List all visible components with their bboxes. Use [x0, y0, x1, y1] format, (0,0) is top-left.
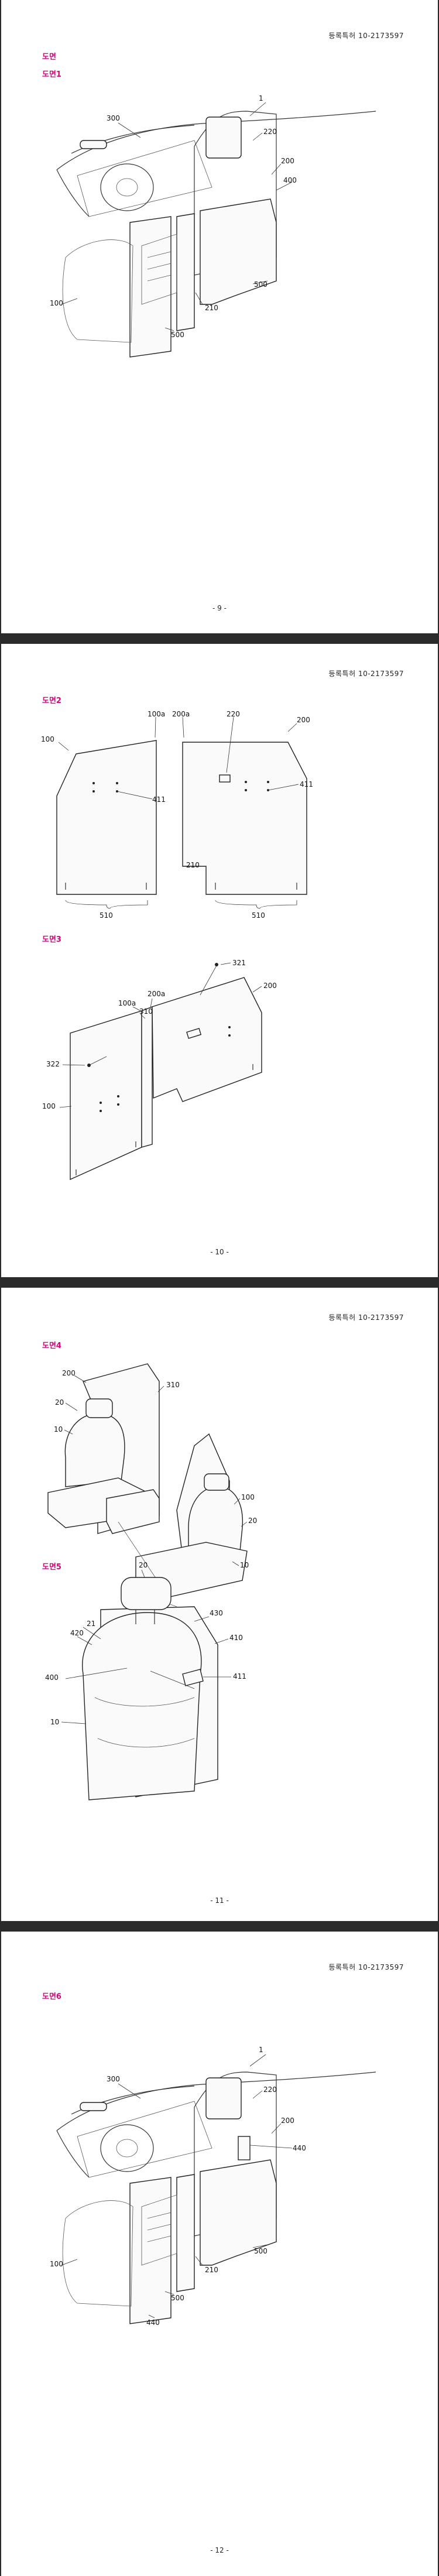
ref-100: 100: [50, 2260, 63, 2268]
fig5-ref-430: 430: [210, 1609, 223, 1617]
section-label: 도면: [42, 53, 56, 61]
ref-500-right: 500: [254, 280, 267, 289]
fig2-ref-210: 210: [186, 861, 200, 869]
fig2-ref-411-left: 411: [152, 795, 166, 804]
ref-440-upper: 440: [293, 2144, 306, 2152]
patent-page-9: 등록특허 10-2173597 도면 도면1 1: [1, 0, 438, 633]
figure-6-label: 도면6: [42, 1992, 61, 2001]
ref-210: 210: [205, 304, 218, 312]
patent-number-header: 등록특허 10-2173597: [328, 1313, 404, 1322]
fig2-ref-100: 100: [41, 735, 54, 743]
fig5-ref-400: 400: [45, 1673, 59, 1682]
figure-3-label: 도면3: [42, 935, 61, 944]
figure-label: 도면1: [42, 70, 61, 79]
ref-200: 200: [281, 157, 294, 165]
fig5-ref-411: 411: [233, 1672, 246, 1680]
fig3-left-panel: [70, 1010, 142, 1181]
mirror-shape: [80, 140, 107, 149]
ref-220: 220: [263, 128, 277, 136]
page-number: - 10 -: [210, 1248, 229, 1256]
fig5-ref-410: 410: [229, 1634, 243, 1642]
fig2-ref-100a: 100a: [148, 710, 165, 718]
patent-page-12: 등록특허 10-2173597 도면6 1 300 220 200 440 10: [1, 1932, 438, 2576]
patent-page-11: 등록특허 10-2173597 도면4 도면5 200 310 20 10 10…: [1, 1288, 438, 1921]
figure-4-label: 도면4: [42, 1342, 61, 1350]
figure-2-3-drawing: 100 100a 200a 220 200 411 411 210 510 51…: [41, 710, 313, 1181]
fig3-ref-321: 321: [232, 959, 246, 967]
fig5-headrest: [121, 1577, 172, 1610]
ref-500-right: 500: [254, 2247, 267, 2255]
fig5-ref-420: 420: [70, 1629, 84, 1637]
fig3-ref-322: 322: [46, 1060, 60, 1068]
page-number: - 9 -: [212, 604, 227, 612]
fig3-right-panel: [152, 977, 262, 1102]
ref-300: 300: [107, 114, 120, 122]
ref-440-lower: 440: [146, 2318, 160, 2327]
fig2-ref-510-right: 510: [252, 911, 265, 920]
ref-1: 1: [259, 2046, 263, 2054]
ref-400: 400: [283, 176, 297, 184]
fig4-ref-10-right: 10: [240, 1561, 249, 1569]
fig4-ref-100: 100: [241, 1493, 255, 1501]
fig2-ref-200a: 200a: [172, 710, 190, 718]
ref-500-left: 500: [171, 331, 184, 339]
page-number: - 11 -: [210, 1896, 229, 1905]
fig2-ref-220: 220: [227, 710, 240, 718]
right-panel-shape: [182, 742, 307, 895]
fig5-ref-20: 20: [139, 1561, 148, 1569]
ref-210: 210: [205, 2266, 218, 2274]
ref-220: 220: [263, 2086, 277, 2094]
fig4-ref-200: 200: [62, 1369, 76, 1377]
figure-1-drawing: 1 300 220 200 400 100 210 500 500: [50, 94, 376, 358]
fig4-ref-310: 310: [166, 1381, 180, 1389]
fig3-ref-100: 100: [42, 1102, 56, 1110]
figure-5-label: 도면5: [42, 1563, 61, 1572]
fig3-ref-200a: 200a: [148, 990, 165, 998]
ref-300: 300: [107, 2075, 120, 2083]
figure-6-drawing: 1 300 220 200 440 100 500 210 500 440: [50, 2046, 376, 2327]
fig3-ref-200: 200: [263, 982, 277, 990]
ref-200: 200: [281, 2117, 294, 2125]
page-number: - 12 -: [210, 2546, 229, 2554]
figure-2-label: 도면2: [42, 697, 61, 705]
ref-100: 100: [50, 299, 63, 307]
left-panel-shape: [56, 740, 157, 895]
ref-1: 1: [259, 94, 263, 102]
fig2-ref-510-left: 510: [100, 911, 113, 920]
fig2-ref-200: 200: [297, 716, 310, 724]
ref-500-left: 500: [171, 2294, 184, 2302]
fig3-ref-310: 310: [139, 1007, 153, 1016]
fig4-left-seat-back: [64, 1413, 125, 1487]
patent-number-header: 등록특허 10-2173597: [328, 32, 404, 40]
fig5-ref-21: 21: [87, 1620, 95, 1628]
patent-number-header: 등록특허 10-2173597: [328, 670, 404, 678]
patent-page-10: 등록특허 10-2173597 도면2 도면3 100 100a 200a 22…: [1, 644, 438, 1277]
fig4-ref-20-right: 20: [248, 1517, 257, 1525]
fig4-ref-20-left: 20: [55, 1398, 64, 1407]
fig5-ref-10: 10: [50, 1718, 59, 1726]
fig3-ref-100a: 100a: [118, 999, 136, 1007]
patent-number-header: 등록특허 10-2173597: [328, 1963, 404, 1971]
fig2-ref-411-right: 411: [300, 780, 313, 788]
figure-4-5-drawing: 200 310 20 10 100 20 10 20 21 420 430 41…: [45, 1363, 257, 1800]
fig4-ref-10-left: 10: [54, 1425, 63, 1433]
